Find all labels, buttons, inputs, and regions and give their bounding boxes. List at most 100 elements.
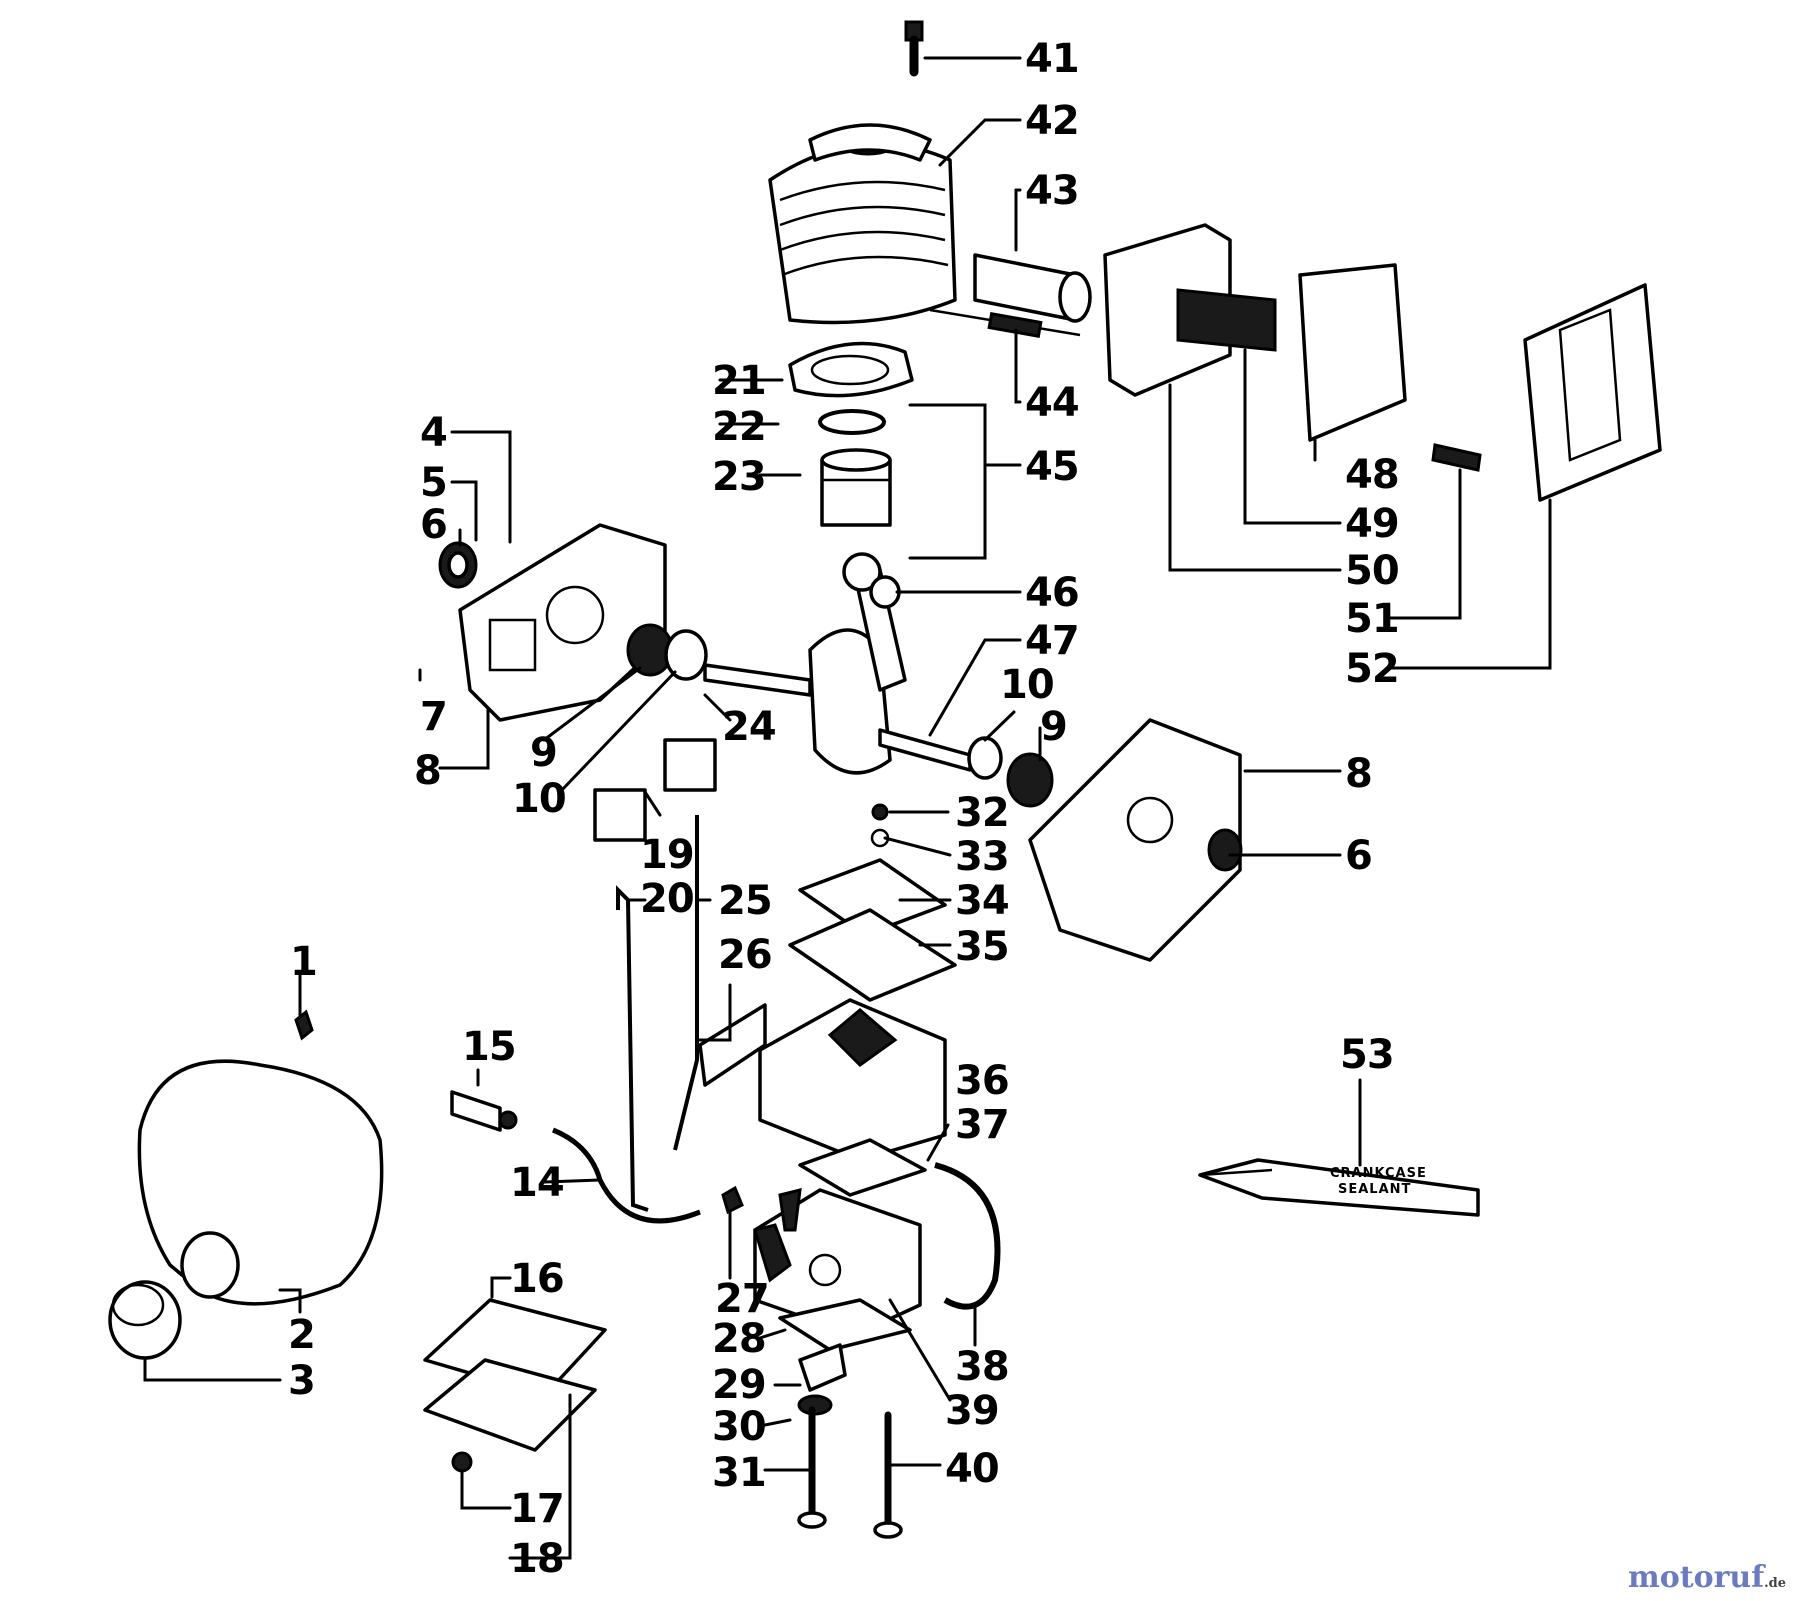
part-crankcase-half-left	[438, 523, 667, 722]
part-piston-23	[820, 448, 892, 527]
callout-38: 38	[955, 1344, 1009, 1390]
part-element-49	[1176, 288, 1277, 352]
part-fuel-line-14	[552, 1127, 701, 1224]
callout-44: 44	[1025, 380, 1079, 426]
part-gasket-26	[698, 1003, 767, 1087]
callout-22: 22	[712, 404, 766, 450]
part-pin-51	[1431, 443, 1482, 472]
callout-50: 50	[1345, 548, 1399, 594]
callout-48: 48	[1345, 452, 1399, 498]
part-bearing-9-right	[1006, 752, 1054, 808]
callout-2: 2	[288, 1312, 315, 1358]
callout-1: 1	[290, 939, 317, 985]
part-screw-40	[873, 1411, 903, 1539]
callout-8-left: 8	[414, 748, 441, 794]
part-gasket-37	[798, 1138, 927, 1197]
callout-40: 40	[945, 1446, 999, 1492]
part-fitting-27	[721, 1185, 744, 1215]
part-screw-32	[871, 803, 889, 821]
watermark: motoruf.de	[1628, 1560, 1786, 1595]
callout-9-left: 9	[530, 730, 557, 776]
part-cover-48	[1298, 263, 1407, 442]
callout-6-right: 6	[1345, 833, 1372, 879]
watermark-suffix: .de	[1764, 1576, 1786, 1591]
part-crankcase-half-right	[1028, 718, 1243, 962]
callout-9-right: 9	[1040, 704, 1067, 750]
callout-10-left: 10	[512, 776, 566, 822]
callout-27: 27	[715, 1276, 769, 1322]
part-filter-19	[593, 738, 717, 842]
callout-47: 47	[1025, 618, 1079, 664]
part-hose-38	[934, 1162, 1001, 1310]
part-rod-25	[673, 815, 699, 1151]
callout-52: 52	[1345, 646, 1399, 692]
part-fuel-tank-2	[137, 1009, 384, 1306]
part-tank-cap-3	[108, 1280, 182, 1360]
callout-18: 18	[510, 1536, 564, 1582]
callout-29: 29	[712, 1362, 766, 1408]
callout-23: 23	[712, 454, 766, 500]
part-gasket-18	[423, 1358, 597, 1452]
part-gasket-35	[788, 908, 957, 1002]
part-rod-20	[616, 885, 649, 1212]
part-muffler-housing-50	[1103, 223, 1232, 397]
callout-20: 20	[640, 876, 694, 922]
part-spring-44	[929, 308, 1081, 338]
callout-45: 45	[1025, 444, 1079, 490]
leader-lines	[143, 56, 1552, 1560]
part-bearing-46	[869, 575, 901, 609]
callout-26: 26	[718, 932, 772, 978]
callout-41: 41	[1025, 36, 1079, 82]
watermark-brand: motoruf	[1627, 1560, 1765, 1595]
callout-25: 25	[718, 878, 772, 924]
part-screw-17	[451, 1451, 473, 1473]
callout-28: 28	[712, 1316, 766, 1362]
callout-35: 35	[955, 924, 1009, 970]
callout-3: 3	[288, 1358, 315, 1404]
callout-7: 7	[420, 694, 447, 740]
callout-16: 16	[510, 1256, 564, 1302]
part-crankshaft-47	[703, 552, 972, 775]
part-cylinder-42	[768, 123, 957, 325]
part-screw-31	[797, 1406, 827, 1529]
callout-43: 43	[1025, 168, 1079, 214]
part-air-box-36	[758, 998, 947, 1162]
part-piston-pin-43	[973, 253, 1092, 323]
callout-6-left: 6	[420, 502, 447, 548]
callout-15: 15	[462, 1024, 516, 1070]
callout-49: 49	[1345, 501, 1399, 547]
part-washer-10-left	[664, 629, 708, 681]
part-screw-41	[904, 20, 924, 77]
callout-34: 34	[955, 878, 1009, 924]
callout-42: 42	[1025, 98, 1079, 144]
part-sealant-tube-53: CRANKCASE SEALANT	[1198, 1158, 1480, 1217]
part-bracket-29	[798, 1343, 847, 1392]
part-gasket-21	[788, 341, 914, 398]
part-fuel-filter-15	[450, 1090, 518, 1132]
callout-37: 37	[955, 1102, 1009, 1148]
callout-31: 31	[712, 1450, 766, 1496]
callout-24: 24	[722, 704, 776, 750]
callout-17: 17	[510, 1486, 564, 1532]
part-carburetor-39	[753, 1188, 922, 1337]
tube-label-line2: SEALANT	[1338, 1182, 1411, 1197]
callout-10-right: 10	[1000, 662, 1054, 708]
callout-53: 53	[1340, 1032, 1394, 1078]
callout-21: 21	[712, 358, 766, 404]
tube-label-line1: CRANKCASE	[1330, 1166, 1427, 1181]
callout-51: 51	[1345, 596, 1399, 642]
callout-32: 32	[955, 790, 1009, 836]
part-guard-52	[1523, 283, 1662, 502]
callout-19: 19	[640, 832, 694, 878]
callout-14: 14	[510, 1160, 564, 1206]
callout-39: 39	[945, 1388, 999, 1434]
callout-36: 36	[955, 1058, 1009, 1104]
part-washer-10-right	[967, 736, 1003, 780]
callout-33: 33	[955, 834, 1009, 880]
part-ring-22	[818, 409, 886, 435]
callout-labels: 1 2 3 4 5 6 6 7 8 8 9 9 10 10 14 15 16 1…	[288, 36, 1400, 1582]
part-plate-28	[778, 1298, 912, 1352]
callout-4: 4	[420, 410, 447, 456]
callout-30: 30	[712, 1404, 766, 1450]
